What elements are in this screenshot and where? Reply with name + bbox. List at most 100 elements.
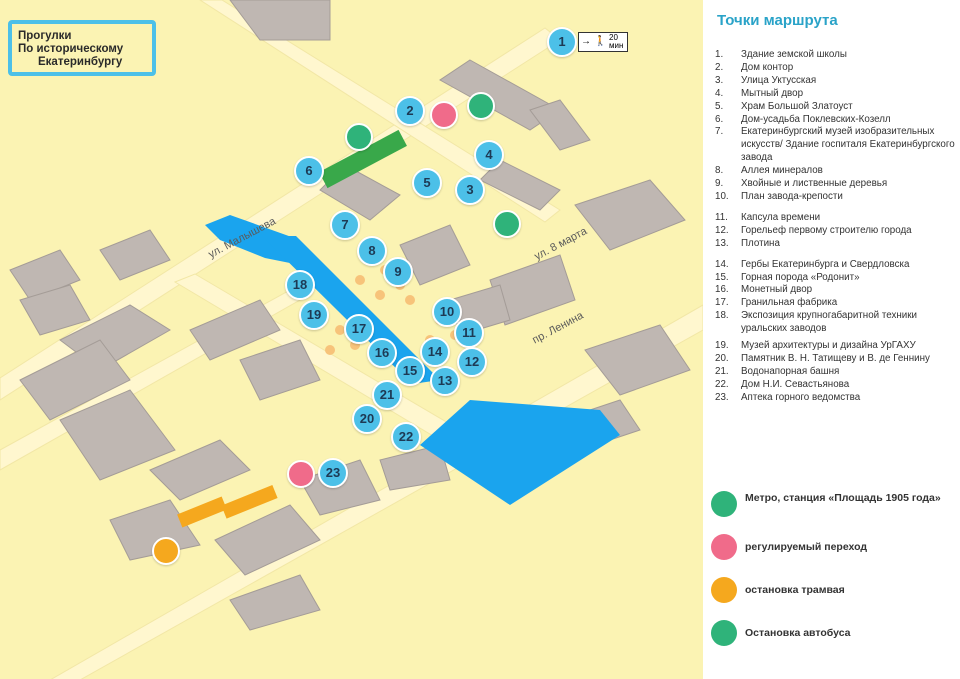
route-point-number: 23. <box>715 391 729 403</box>
route-stop-pin[interactable]: 1 <box>547 27 577 57</box>
route-point-item: 17. Гранильная фабрика <box>715 297 955 310</box>
route-point-number: 8. <box>715 165 724 177</box>
route-stop-pin[interactable]: 7 <box>330 210 360 240</box>
route-point-label: Улица Уктусская <box>741 74 817 86</box>
route-point-label: Аллея минералов <box>741 165 823 177</box>
route-point-item: 3. Улица Уктусская <box>715 75 955 88</box>
route-point-item: 19. Музей архитектуры и дизайна УрГАХУ <box>715 340 955 353</box>
route-point-label: Гранильная фабрика <box>741 297 838 309</box>
route-point-item: 22.Дом Н.И. Севастьянова <box>715 379 955 392</box>
tram-stop-icon[interactable] <box>152 537 180 565</box>
route-point-number: 11. <box>715 211 728 223</box>
route-point-item: 6.Дом-усадьба Поклевских-Козелл <box>715 114 955 127</box>
route-point-item: 20. Памятник В. Н. Татищеву и В. де Генни… <box>715 353 955 366</box>
route-stop-pin[interactable]: 14 <box>420 337 450 367</box>
walker-icon: 🚶 <box>594 36 607 47</box>
route-stop-pin[interactable]: 8 <box>357 236 387 266</box>
route-stop-pin[interactable]: 9 <box>383 257 413 287</box>
walking-time-unit: мин <box>609 41 624 50</box>
route-point-item: 10. План завода-крепости <box>715 191 955 204</box>
title-line-3: Екатеринбургу <box>36 56 125 69</box>
route-point-number: 17. <box>715 297 729 309</box>
route-stop-pin[interactable]: 12 <box>457 347 487 377</box>
route-point-label: Горная порода «Родонит» <box>741 271 860 283</box>
route-stop-pin[interactable]: 6 <box>294 156 324 186</box>
route-stop-pin[interactable]: 4 <box>474 140 504 170</box>
route-point-item: 5.Храм Большой Златоуст <box>715 101 955 114</box>
route-point-item: 13. Плотина <box>715 238 955 251</box>
legend-tram-label: остановка трамвая <box>745 584 845 596</box>
route-stop-pin[interactable]: 16 <box>367 338 397 368</box>
route-point-number: 14. <box>715 258 729 270</box>
route-point-number: 2. <box>715 61 724 73</box>
route-stop-pin[interactable]: 22 <box>391 422 421 452</box>
route-point-item: 12.Горельеф первому строителю города <box>715 225 955 238</box>
route-point-item: 4.Мытный двор <box>715 88 955 101</box>
route-point-number: 9. <box>715 178 724 190</box>
route-stop-pin[interactable]: 23 <box>318 458 348 488</box>
traffic-light-icon[interactable] <box>287 460 315 488</box>
route-point-label: Гербы Екатеринбурга и Свердловска <box>741 258 910 270</box>
route-point-label: Плотина <box>741 237 780 249</box>
map-canvas <box>0 0 703 679</box>
route-point-label: Капсула времени <box>741 211 821 223</box>
route-point-item: 21. Водонапорная башня <box>715 366 955 379</box>
route-stop-pin[interactable]: 21 <box>372 380 402 410</box>
bus-stop-icon[interactable] <box>467 92 495 120</box>
title-line-2: По историческому <box>16 43 126 56</box>
route-point-item: 23. Аптека горного ведомства <box>715 392 955 405</box>
vehicles <box>177 129 407 528</box>
traffic-light-icon[interactable] <box>430 101 458 129</box>
metro-icon[interactable] <box>493 210 521 238</box>
arrow-icon: → <box>581 36 591 47</box>
route-stop-pin[interactable]: 5 <box>412 168 442 198</box>
route-point-number: 7. <box>715 126 724 138</box>
route-point-number: 16. <box>715 284 729 296</box>
route-point-label: Аптека горного ведомства <box>741 391 861 403</box>
route-stop-pin[interactable]: 19 <box>299 300 329 330</box>
title-line-1: Прогулки <box>16 30 74 43</box>
route-stop-pin[interactable]: 18 <box>285 270 315 300</box>
walking-time-badge: → 🚶 20 мин <box>578 32 628 52</box>
route-point-number: 18. <box>715 310 729 322</box>
route-point-label: Мытный двор <box>741 87 804 99</box>
route-point-number: 12. <box>715 224 729 236</box>
route-stop-pin[interactable]: 15 <box>395 356 425 386</box>
route-point-label: Дом Н.И. Севастьянова <box>741 378 850 390</box>
route-point-item: 18.Экспозиция крупногабаритной техники у… <box>715 310 955 336</box>
legend-metro: Метро, станция «Площадь 1905 года» <box>711 489 951 523</box>
route-point-label: Храм Большой Златоуст <box>741 100 853 112</box>
route-point-label: Памятник В. Н. Татищеву и В. де Геннину <box>741 352 930 364</box>
bus-icon <box>711 620 737 646</box>
route-point-label: План завода-крепости <box>741 190 843 202</box>
legend-bus-label: Остановка автобуса <box>745 627 851 639</box>
route-point-label: Музей архитектуры и дизайна УрГАХУ <box>741 340 916 352</box>
route-point-number: 20. <box>715 352 729 364</box>
route-point-item: 9.Хвойные и лиственные деревья <box>715 178 955 191</box>
route-point-item: 16. Монетный двор <box>715 284 955 297</box>
route-point-item: 2.Дом контор <box>715 62 955 75</box>
route-point-label: Здание земской школы <box>741 49 847 60</box>
legend-crossing-label: регулируемый переход <box>745 541 868 553</box>
route-stop-pin[interactable]: 2 <box>395 96 425 126</box>
route-point-number: 6. <box>715 113 724 125</box>
route-stop-pin[interactable]: 11 <box>454 318 484 348</box>
city-map[interactable]: Прогулки По историческому Екатеринбургу … <box>0 0 703 679</box>
legend-crossing: регулируемый переход <box>711 534 951 564</box>
route-stop-pin[interactable]: 20 <box>352 404 382 434</box>
route-point-label: Водонапорная башня <box>741 365 840 377</box>
route-point-number: 10. <box>715 190 729 202</box>
route-stop-pin[interactable]: 13 <box>430 366 460 396</box>
route-point-label: Монетный двор <box>741 284 813 296</box>
route-stop-pin[interactable]: 17 <box>344 314 374 344</box>
route-stop-pin[interactable]: 3 <box>455 175 485 205</box>
route-point-number: 13. <box>715 237 729 249</box>
route-stop-pin[interactable]: 10 <box>432 297 462 327</box>
route-point-number: 19. <box>715 340 729 352</box>
route-point-item: 11. Капсула времени <box>715 212 955 225</box>
route-point-number: 15. <box>715 271 729 283</box>
traffic-light-icon <box>711 534 737 560</box>
route-point-number: 3. <box>715 74 724 86</box>
bus-stop-icon[interactable] <box>345 123 373 151</box>
route-point-number: 21. <box>715 365 729 377</box>
